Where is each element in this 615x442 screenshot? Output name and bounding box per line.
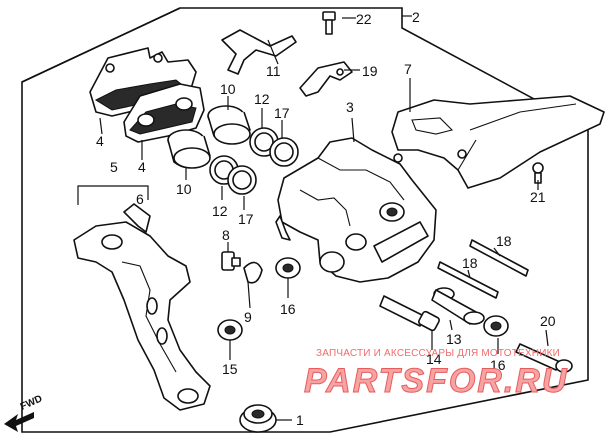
- callout-21: 21: [530, 189, 546, 205]
- callout-labels: 2 22 11 19 7 3 10 12 17 4 4 5 6 10 12 17…: [96, 9, 556, 428]
- bracket-clip: [123, 203, 151, 233]
- callout-4-left: 4: [96, 133, 104, 149]
- pin-sleeve: [431, 287, 485, 325]
- pin-boot-left: [275, 257, 301, 279]
- group-bracket-5: [77, 185, 149, 205]
- callout-22: 22: [356, 11, 372, 27]
- callout-10-upper: 10: [220, 81, 236, 97]
- pad-pin-upper: [469, 239, 529, 277]
- piston-lower: [167, 129, 211, 169]
- bracket-pin-boot: [239, 404, 277, 433]
- brake-pad-inner: [123, 83, 205, 143]
- caliper-bracket: [73, 221, 211, 411]
- caliper-body: [275, 137, 437, 283]
- bolt-21: [532, 162, 544, 184]
- callout-18-lower: 18: [462, 255, 478, 271]
- bolt-22: [322, 11, 336, 35]
- callout-12-lower: 12: [212, 203, 228, 219]
- bleed-cap: [243, 261, 263, 284]
- callout-14: 14: [426, 351, 442, 367]
- callout-2: 2: [412, 9, 420, 25]
- callout-4-right: 4: [138, 159, 146, 175]
- callout-8: 8: [222, 227, 230, 243]
- callout-17-upper: 17: [274, 105, 290, 121]
- callout-12-upper: 12: [254, 91, 270, 107]
- callout-5: 5: [110, 159, 118, 175]
- callout-16-left: 16: [280, 301, 296, 317]
- pad-pin-lower: [437, 261, 499, 299]
- retainer-clip: [299, 61, 353, 97]
- piston-upper: [207, 105, 251, 145]
- callout-11: 11: [266, 63, 281, 79]
- forward-arrow: FWD: [4, 393, 44, 432]
- leader-lines: [99, 15, 549, 421]
- callout-6: 6: [136, 191, 144, 207]
- callout-9: 9: [244, 309, 252, 325]
- callout-10-lower: 10: [176, 181, 192, 197]
- callout-20: 20: [540, 313, 556, 329]
- watermark: ЗАПЧАСТИ И АКСЕССУАРЫ ДЛЯ МОТОТЕХНИКИ PA…: [304, 348, 568, 401]
- pin-20: [515, 343, 573, 373]
- watermark-tagline: ЗАПЧАСТИ И АКСЕССУАРЫ ДЛЯ МОТОТЕХНИКИ: [316, 348, 560, 359]
- pad-spring: [221, 29, 297, 75]
- watermark-brand: PARTSFOR.RU: [304, 362, 568, 400]
- callout-7: 7: [404, 61, 412, 77]
- callout-1: 1: [296, 412, 304, 428]
- callout-17-lower: 17: [238, 211, 254, 227]
- callout-16-right: 16: [490, 357, 506, 373]
- caliper-cover: [391, 95, 605, 189]
- slide-pin-bolt: [379, 295, 440, 332]
- callout-3: 3: [346, 99, 354, 115]
- callout-18-upper: 18: [496, 233, 512, 249]
- callout-19: 19: [362, 63, 378, 79]
- bracket-boot: [217, 319, 243, 341]
- callout-15: 15: [222, 361, 238, 377]
- pin-boot-right: [483, 315, 509, 337]
- callout-13: 13: [446, 331, 462, 347]
- bleed-valve: [221, 251, 241, 271]
